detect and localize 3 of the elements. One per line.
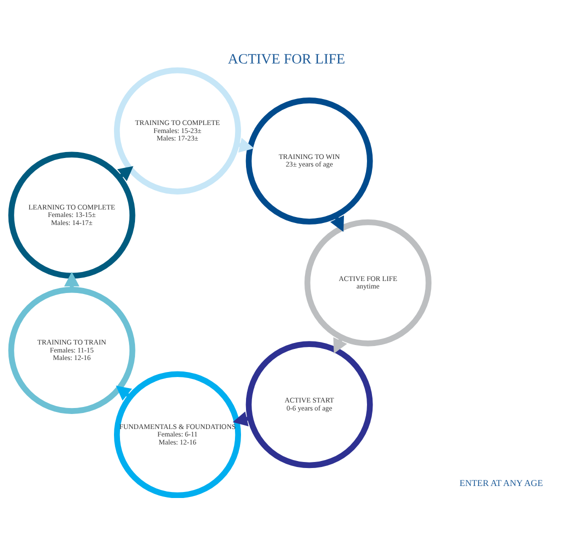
diagram-title: ACTIVE FOR LIFE [228,51,346,68]
arrow [232,410,249,426]
label: ENTER AT ANY AGE [460,478,543,488]
